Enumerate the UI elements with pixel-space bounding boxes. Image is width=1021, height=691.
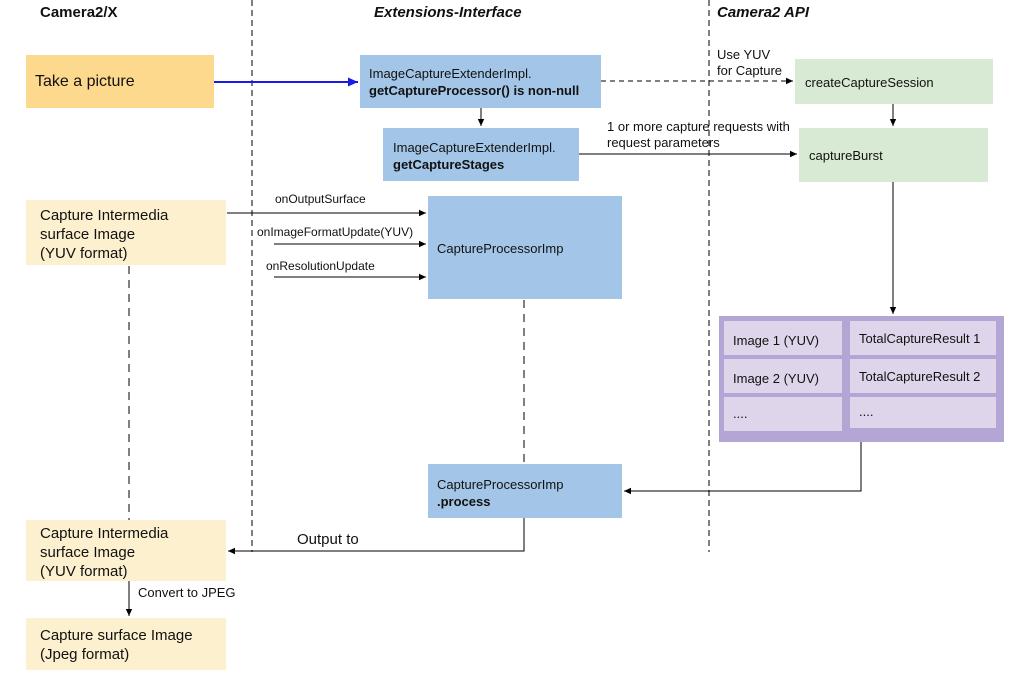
jpeg-surface-line1: Capture surface Image (40, 627, 193, 644)
result-cell: TotalCaptureResult 2 (850, 359, 996, 393)
intermediate-top-line2: surface Image (40, 226, 136, 243)
extender-processor-line2: getCaptureProcessor() is non-null (369, 83, 580, 98)
process-line1: CaptureProcessorImp (437, 477, 564, 492)
label-on-image-format-update: onImageFormatUpdate(YUV) (257, 225, 414, 239)
label-convert-to-jpeg: Convert to JPEG (138, 585, 236, 600)
create-capture-session-label: createCaptureSession (805, 75, 934, 90)
result-ellipsis-left: .... (733, 406, 748, 421)
intermediate-top-line3: (YUV format) (40, 245, 128, 262)
jpeg-surface-line2: (Jpeg format) (40, 646, 130, 663)
result-cell: Image 2 (YUV) (724, 359, 842, 393)
jpeg-surface-box: Capture surface Image (Jpeg format) (26, 618, 226, 670)
capture-processor-label: CaptureProcessorImp (437, 241, 564, 256)
capture-results-frame: Image 1 (YUV) TotalCaptureResult 1 Image… (719, 316, 1004, 442)
label-capture-requests: 1 or more capture requests with request … (607, 119, 790, 151)
result-image-2: Image 2 (YUV) (733, 371, 819, 386)
intermediate-surface-bottom-box: Capture Intermedia surface Image (YUV fo… (26, 520, 226, 581)
extender-stages-box: ImageCaptureExtenderImpl. getCaptureStag… (383, 128, 579, 181)
intermediate-bottom-line1: Capture Intermedia (40, 525, 169, 542)
label-on-output-surface: onOutputSurface (275, 192, 366, 206)
intermediate-surface-top-box: Capture Intermedia surface Image (YUV fo… (26, 200, 226, 265)
result-cell: Image 1 (YUV) (724, 321, 842, 355)
create-capture-session-box: createCaptureSession (795, 59, 993, 104)
extender-stages-line1: ImageCaptureExtenderImpl. (393, 140, 556, 155)
label-capture-requests-line1: 1 or more capture requests with (607, 119, 790, 134)
capture-burst-label: captureBurst (809, 148, 883, 163)
result-total-1: TotalCaptureResult 1 (859, 331, 981, 346)
take-picture-label: Take a picture (35, 73, 135, 90)
lane-header-extensions: Extensions-Interface (374, 4, 522, 21)
result-cell: .... (724, 397, 842, 431)
intermediate-bottom-line2: surface Image (40, 544, 136, 561)
intermediate-top-line1: Capture Intermedia (40, 207, 169, 224)
lane-header-camera2: Camera2 API (717, 4, 809, 21)
extender-stages-line2: getCaptureStages (393, 157, 505, 172)
result-image-1: Image 1 (YUV) (733, 333, 819, 348)
arrow-results-to-process (624, 442, 862, 495)
result-cell: TotalCaptureResult 1 (850, 321, 996, 355)
extender-processor-line1: ImageCaptureExtenderImpl. (369, 66, 532, 81)
capture-burst-box: captureBurst (799, 128, 988, 182)
intermediate-bottom-line3: (YUV format) (40, 563, 128, 580)
label-on-resolution-update: onResolutionUpdate (266, 259, 375, 273)
label-use-yuv-line2: for Capture (717, 63, 783, 78)
result-ellipsis-right: .... (859, 404, 874, 419)
lane-header-camerax: Camera2/X (40, 4, 118, 21)
result-total-2: TotalCaptureResult 2 (859, 369, 981, 384)
label-use-yuv-line1: Use YUV (717, 47, 771, 62)
result-cell: .... (850, 397, 996, 428)
extender-processor-box: ImageCaptureExtenderImpl. getCaptureProc… (360, 55, 601, 108)
label-use-yuv: Use YUV for Capture (717, 47, 782, 79)
capture-processor-box: CaptureProcessorImp (428, 196, 622, 299)
arrow-output-to (228, 518, 525, 555)
capture-processor-process-box: CaptureProcessorImp .process (428, 464, 622, 518)
process-line2: .process (437, 494, 491, 509)
take-picture-box: Take a picture (26, 55, 214, 108)
label-output-to: Output to (297, 531, 359, 548)
label-capture-requests-line2: request parameters (607, 135, 720, 150)
